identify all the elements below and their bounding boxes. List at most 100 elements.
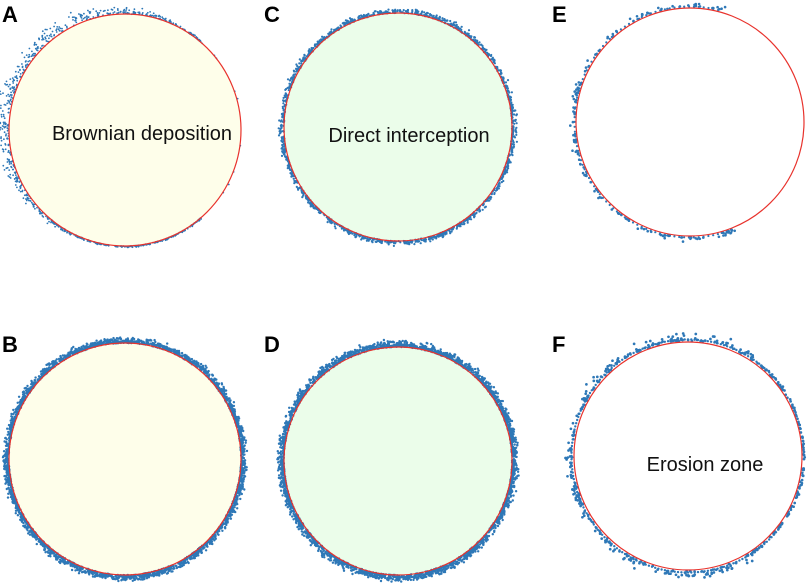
deposited-particle <box>0 136 2 138</box>
deposited-particle <box>73 16 75 18</box>
deposited-particle <box>12 174 15 177</box>
deposited-particle <box>55 553 58 556</box>
deposited-particle <box>127 575 131 578</box>
deposited-particle <box>83 345 86 349</box>
deposited-particle <box>121 246 123 249</box>
deposited-particle <box>280 112 283 116</box>
deposited-particle <box>245 449 249 453</box>
deposited-particle <box>506 79 510 82</box>
deposited-particle <box>107 339 110 342</box>
deposited-particle <box>9 98 12 101</box>
deposited-particle <box>513 109 516 112</box>
deposited-particle <box>138 11 141 14</box>
deposited-particle <box>512 140 515 144</box>
deposited-particle <box>307 201 310 204</box>
deposited-particle <box>6 427 9 430</box>
deposited-particle <box>5 440 8 444</box>
deposited-particle <box>33 536 37 539</box>
deposited-particle <box>7 93 10 96</box>
deposited-particle <box>3 474 6 478</box>
deposited-particle <box>388 241 392 244</box>
deposited-particle <box>161 16 164 19</box>
deposited-particle <box>25 54 28 56</box>
deposited-particle <box>214 537 217 540</box>
deposited-particle <box>103 574 106 577</box>
deposited-particle <box>351 232 354 235</box>
deposited-particle <box>46 28 48 31</box>
deposited-particle <box>242 437 245 440</box>
deposited-particle <box>242 429 245 433</box>
deposited-particle <box>13 79 16 82</box>
deposited-particle <box>7 85 10 88</box>
panel-letter-c: C <box>264 2 280 27</box>
deposited-particle <box>4 125 7 128</box>
deposited-particle <box>473 214 476 217</box>
deposited-particle <box>1 110 4 112</box>
deposited-particle <box>15 76 17 79</box>
deposited-particle <box>441 19 444 22</box>
deposited-particle <box>240 476 243 479</box>
deposited-particle <box>2 455 5 458</box>
deposited-particle <box>204 549 208 552</box>
deposited-particle <box>0 90 1 93</box>
deposited-particle <box>181 354 184 358</box>
deposited-particle <box>75 567 79 570</box>
deposited-particle <box>19 75 21 78</box>
deposited-particle <box>14 184 17 186</box>
deposited-particle <box>4 436 7 440</box>
deposited-particle <box>23 387 26 390</box>
deposited-particle <box>89 343 92 346</box>
deposited-particle <box>277 134 281 137</box>
deposited-particle <box>244 469 247 472</box>
deposited-particle <box>10 412 13 416</box>
deposited-particle <box>280 154 284 157</box>
deposited-particle <box>330 28 333 31</box>
deposited-particle <box>28 533 32 536</box>
deposited-particle <box>470 218 473 221</box>
deposited-particle <box>10 165 13 168</box>
deposited-particle <box>36 206 38 209</box>
deposited-particle <box>441 236 444 239</box>
deposited-particle <box>35 542 38 546</box>
deposited-particle <box>68 16 70 18</box>
deposited-particle <box>4 148 7 151</box>
deposited-particle <box>77 346 81 350</box>
deposited-particle <box>426 12 429 15</box>
deposited-particle <box>19 190 22 193</box>
deposited-particle <box>366 13 369 16</box>
deposited-particle <box>195 360 198 363</box>
fiber-outline <box>8 13 242 247</box>
deposited-particle <box>181 231 184 234</box>
deposited-particle <box>462 223 466 226</box>
deposited-particle <box>194 34 196 37</box>
deposited-particle <box>132 12 135 14</box>
deposited-particle <box>5 466 8 470</box>
deposited-particle <box>146 11 149 14</box>
deposited-particle <box>193 360 196 363</box>
deposited-particle <box>47 554 50 558</box>
deposited-particle <box>387 8 390 11</box>
deposited-particle <box>125 6 128 9</box>
deposited-particle <box>445 231 448 234</box>
deposited-particle <box>78 13 80 15</box>
deposited-particle <box>120 578 124 581</box>
deposited-particle <box>33 52 36 55</box>
deposited-particle <box>162 17 165 20</box>
deposited-particle <box>242 467 245 470</box>
deposited-particle <box>279 127 282 130</box>
deposited-particle <box>402 9 405 12</box>
deposited-particle <box>245 466 248 469</box>
deposited-particle <box>292 76 295 79</box>
deposited-particle <box>98 573 101 577</box>
deposited-particle <box>481 208 484 211</box>
deposited-particle <box>226 398 229 401</box>
deposited-particle <box>143 575 146 578</box>
deposited-particle <box>6 451 9 454</box>
deposited-particle <box>281 145 284 148</box>
deposited-particle <box>124 575 127 579</box>
deposited-particle <box>21 65 24 68</box>
deposited-particle <box>5 460 8 463</box>
deposited-particle <box>49 27 52 30</box>
deposited-particle <box>466 221 469 224</box>
deposited-particle <box>293 70 296 73</box>
